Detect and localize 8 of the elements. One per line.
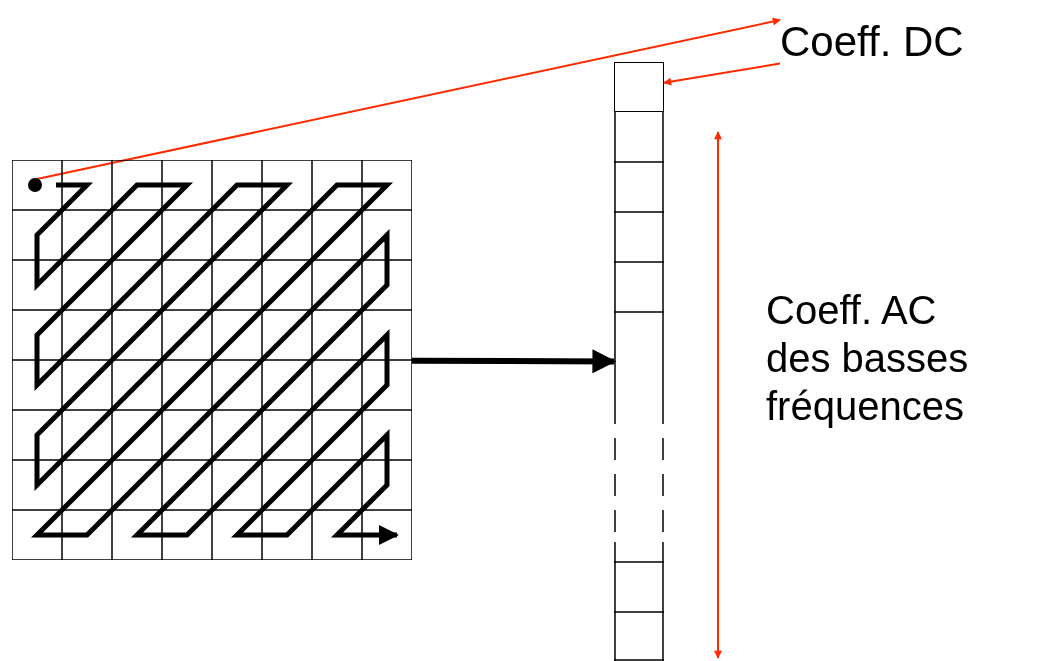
zigzag-grid-drawing bbox=[12, 160, 412, 560]
vector-cell bbox=[614, 62, 664, 112]
arrow bbox=[663, 62, 781, 86]
coefficient-vector bbox=[614, 62, 664, 661]
arrow bbox=[412, 349, 617, 374]
ac-coefficients-label: Coeff. AC des basses fréquences bbox=[766, 287, 970, 430]
dc-label: Coeff. DC bbox=[780, 12, 1040, 72]
arrow bbox=[36, 17, 781, 180]
